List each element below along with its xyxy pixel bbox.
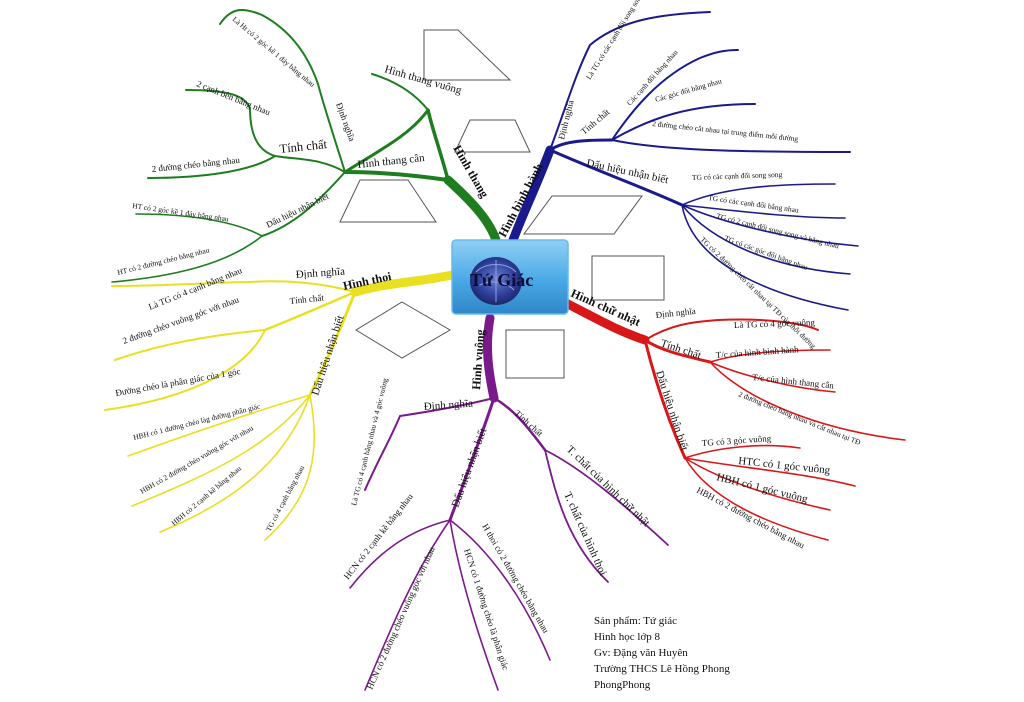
hcn-dn-text: Là TG có 4 góc vuông <box>734 317 816 330</box>
ht-dh1-text: HT có 2 góc kề 1 đáy bằng nhau <box>132 201 230 223</box>
hbh-dn-text: Là TG có các cạnh đối song song <box>584 0 645 81</box>
trapezoid-isosceles-shape <box>339 179 437 223</box>
thoi-tc1-text: 2 đường chéo vuông góc với nhau <box>121 294 240 346</box>
hbh-dh1-text: TG có các cạnh đối song song <box>692 170 783 182</box>
branch-hinh-thoi <box>104 270 457 541</box>
center-node: Tứ Giác <box>451 239 569 315</box>
hv-dh2-text: HCN có 2 đường chéo vuông góc với nhau <box>365 545 437 691</box>
credit-line: Trường THCS Lê Hồng Phong <box>594 663 730 675</box>
hv-dn-text: Là TG có 4 cạnh bằng nhau và 4 góc vuông <box>349 377 390 507</box>
square-shape <box>505 329 565 379</box>
credit-line: PhongPhong <box>594 679 651 691</box>
credit-line: Hình học lớp 8 <box>594 631 661 643</box>
trapezoid-right-shape <box>423 29 512 81</box>
hcn-dinh-nghia-label: Định nghĩa <box>655 306 696 320</box>
hcn-tc2-text: T/c của hình thang cân <box>752 372 835 391</box>
trapezoid-small-shape <box>454 119 531 153</box>
hbh-tinh-chat-label: Tính chất <box>579 107 612 137</box>
shape-illustrations <box>339 29 665 379</box>
thoi-dinh-nghia-label: Định nghĩa <box>295 266 345 281</box>
branch-hinh-chu-nhat <box>555 295 906 541</box>
rhombus-shape <box>355 301 451 359</box>
ht-dau-hieu-label: Dấu hiệu nhận biết <box>264 191 330 230</box>
center-title: Tứ Giác <box>470 270 533 290</box>
ht-tc1-text: 2 cạnh bên bằng nhau <box>195 79 272 118</box>
branch-hinh-binh-hanh <box>507 11 859 311</box>
ht-can-label: Hình thang cân <box>357 152 426 171</box>
hv-tc2-text: T. chất của hình thoi <box>561 490 609 577</box>
hcn-tc1-text: T/c của hình bình hành <box>715 344 799 360</box>
hbh-dinh-nghia-label: Định nghĩa <box>556 99 575 140</box>
branch-hinh-vuong <box>349 313 669 691</box>
ht-dn-text: Là Ht có 2 góc kề 1 đáy bằng nhau <box>231 15 317 89</box>
ht-tinh-chat-label: Tính chất <box>279 137 328 156</box>
ht-dinh-nghia-label: Định nghĩa <box>334 101 357 142</box>
hbh-tc3-text: 2 đường chéo cắt nhau tại trung điểm mỗi… <box>652 119 799 143</box>
credits-block: Sản phẩm: Tứ giác Hình học lớp 8 Gv: Đặn… <box>594 613 730 693</box>
ht-tc2-text: 2 đường chéo bằng nhau <box>151 155 241 174</box>
thoi-dau-hieu-label: Dấu hiệu nhận biết <box>309 314 346 397</box>
hv-dau-hieu-label: Dấu hiệu nhận biết <box>450 427 490 509</box>
hv-dinh-nghia-label: Định nghĩa <box>423 398 473 413</box>
thoi-tinh-chat-label: Tính chất <box>289 292 325 306</box>
credit-line: Gv: Đặng văn Huyên <box>594 647 688 659</box>
hcn-tinh-chat-label: Tính chất <box>659 337 703 361</box>
parallelogram-shape <box>523 195 643 235</box>
credit-line: Sản phẩm: Tứ giác <box>594 615 678 627</box>
rectangle-shape <box>591 255 665 301</box>
hcn-dau-hieu-label: Dấu hiệu nhận biết <box>653 369 690 452</box>
branch-label-hinh-vuong: Hình vuông <box>469 329 487 390</box>
branch-hinh-thang <box>111 9 502 283</box>
ht-dh2-text: HT có 2 đường chéo bằng nhau <box>116 245 210 277</box>
hcn-dh1-text: TG có 3 góc vuông <box>701 433 772 448</box>
hv-tinh-chat-label: Tính chất <box>513 408 546 439</box>
